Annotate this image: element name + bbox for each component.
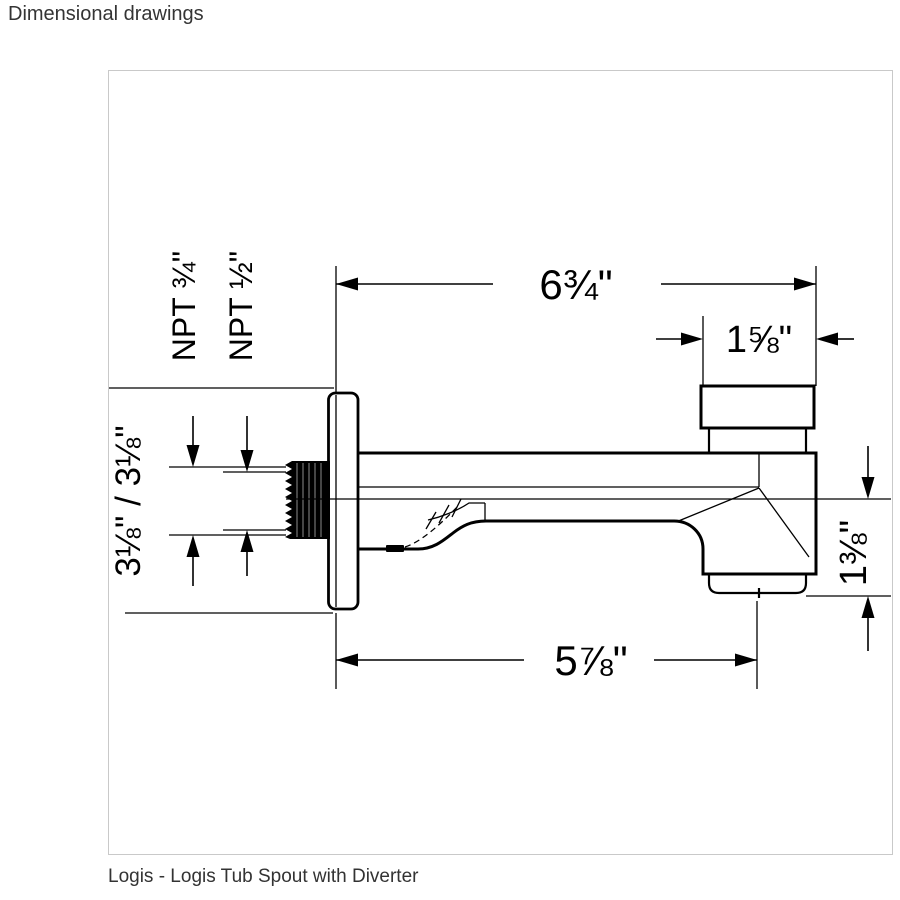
diverter-knob — [699, 384, 816, 455]
spout-body — [358, 451, 818, 576]
pipe-guide-lines — [169, 466, 286, 536]
dimension-arrows — [186, 277, 875, 667]
dim-outlet-drop-label: 1⅜" — [833, 520, 875, 586]
dim-spout-length-label: 5⅞" — [554, 637, 627, 684]
wall-flange — [327, 391, 360, 611]
npt-half-label: NPT ½" — [223, 251, 259, 361]
aerator — [707, 574, 808, 598]
dim-wall-depth-label: 3⅛" / 3⅛" — [109, 425, 148, 576]
npt-three-quarter-label: NPT ¾" — [166, 251, 202, 361]
extension-lines — [335, 266, 891, 689]
dim-diverter-width-label: 1⅝" — [726, 319, 792, 361]
drawing-caption: Logis - Logis Tub Spout with Diverter — [108, 866, 419, 887]
set-screw — [386, 545, 404, 552]
wall-lines — [109, 387, 334, 614]
page-title: Dimensional drawings — [8, 3, 204, 25]
dim-overall-depth-label: 6¾" — [539, 261, 612, 308]
tub-spout-dimensional-drawing: 6¾" 1⅝" 5⅞" 1⅜" NPT ¾" NPT ½" 3⅛" / 3⅛" — [109, 251, 891, 689]
dimension-lines — [192, 283, 869, 661]
drawing-panel: 6¾" 1⅝" 5⅞" 1⅜" NPT ¾" NPT ½" 3⅛" / 3⅛" — [108, 70, 893, 855]
threaded-pipe — [285, 461, 330, 539]
